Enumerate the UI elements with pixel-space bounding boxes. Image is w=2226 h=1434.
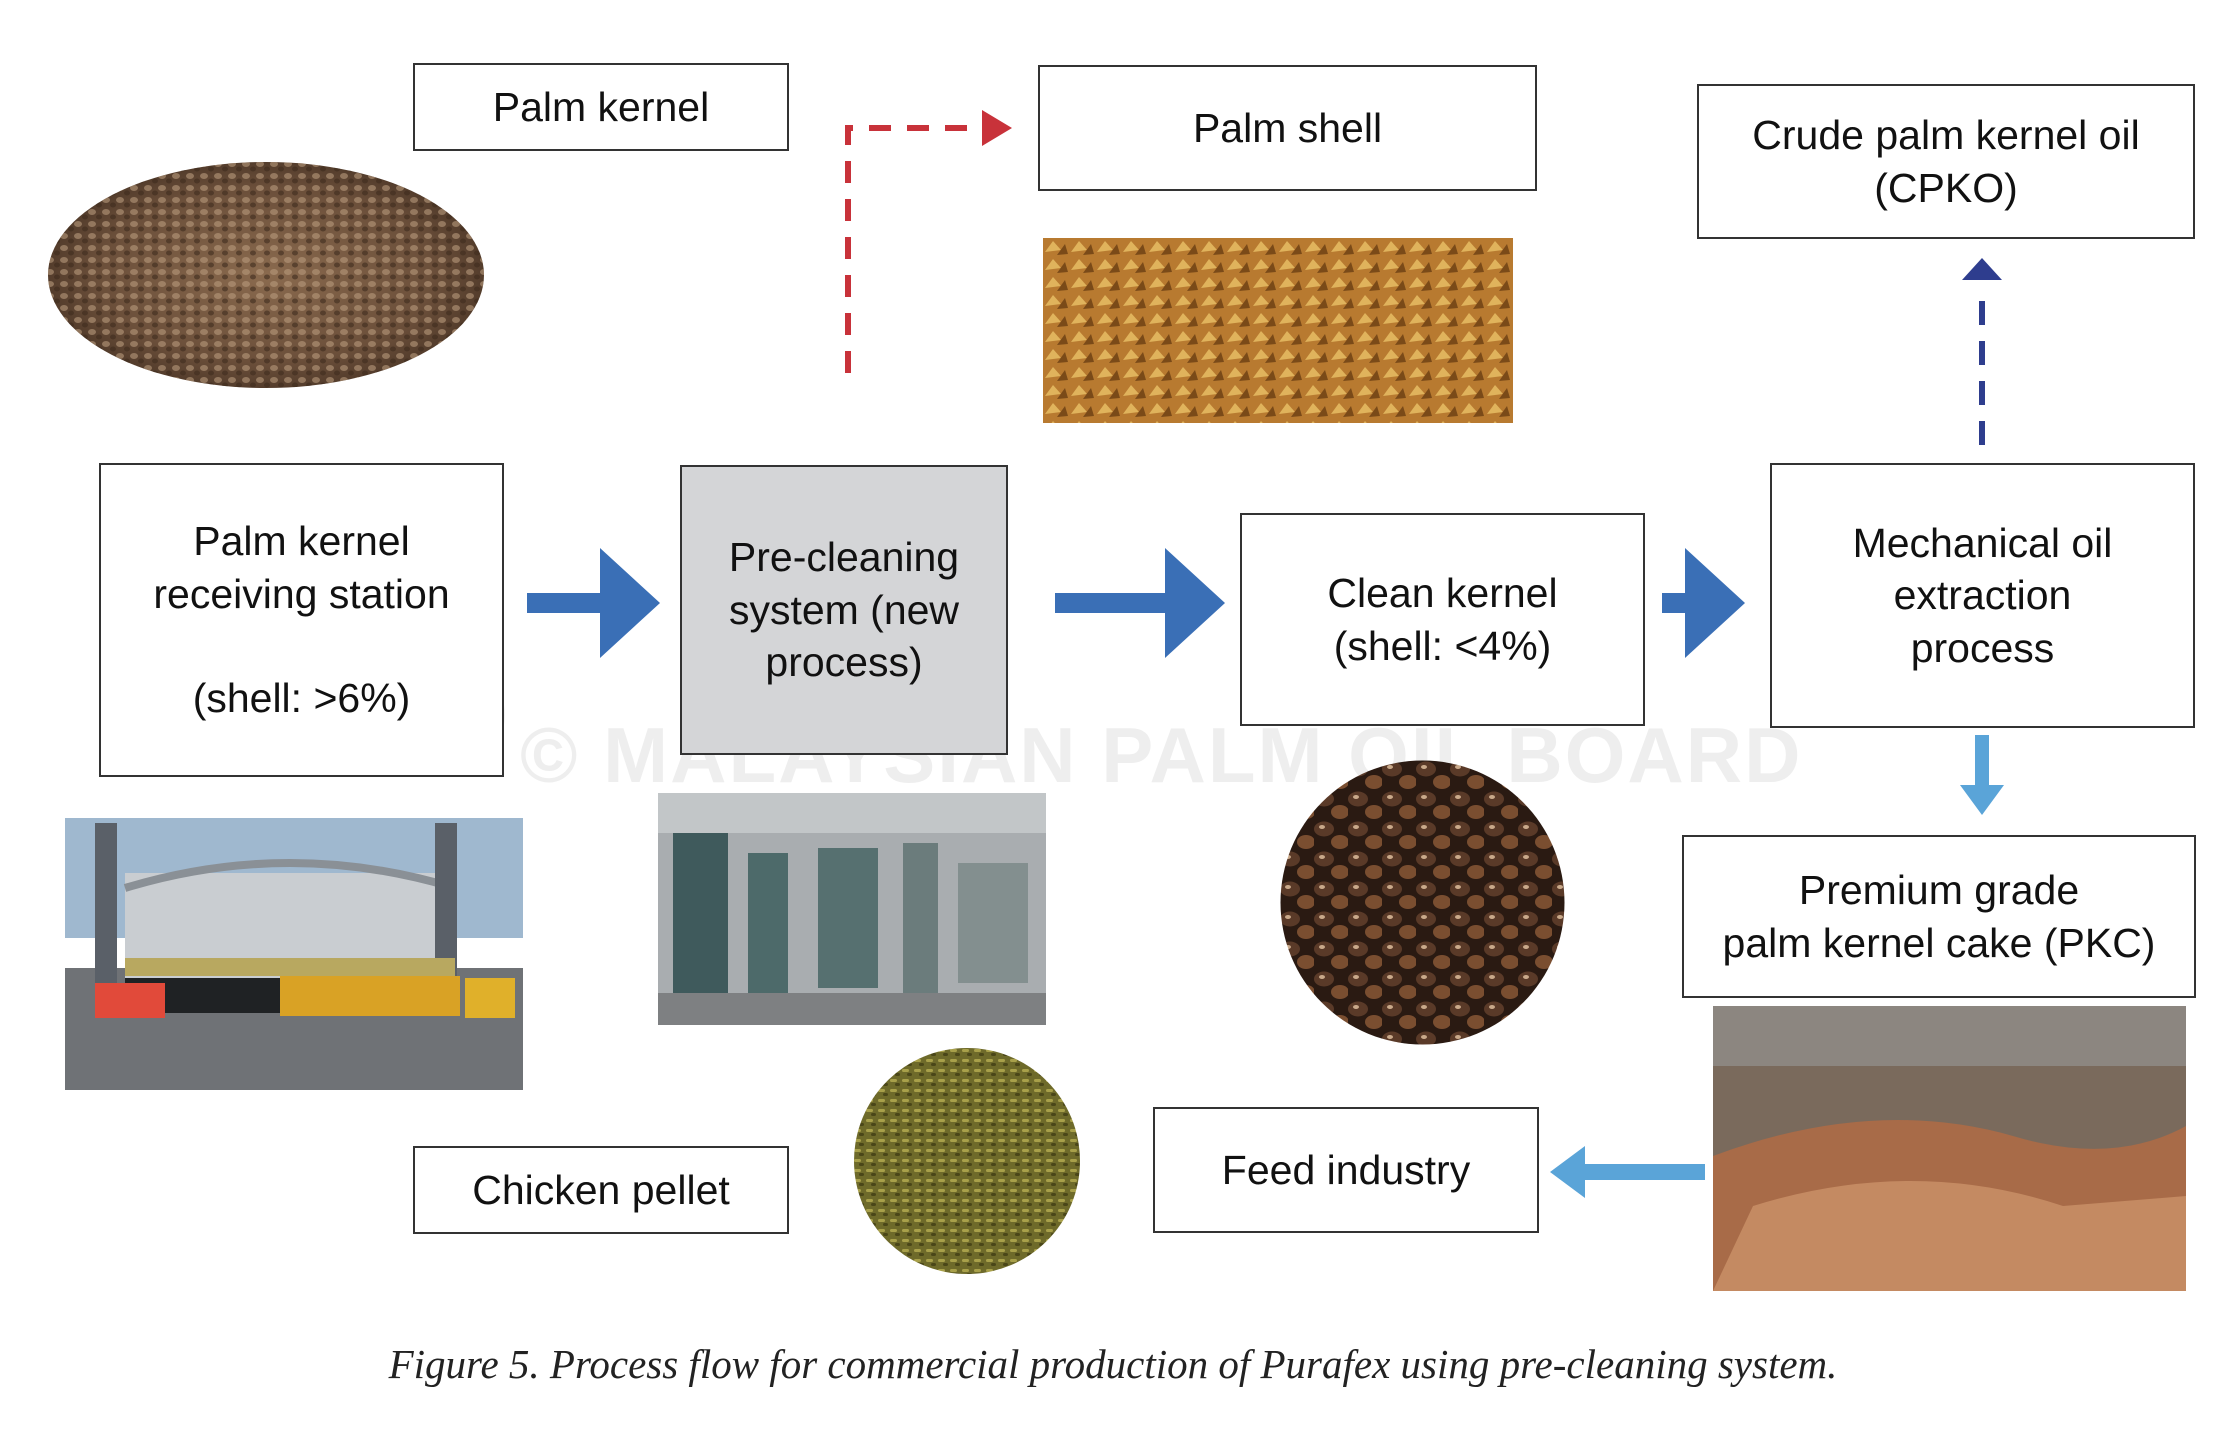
arrow-mechanical-to-pkc [1960,735,2004,815]
figure-caption: Figure 5. Process flow for commercial pr… [0,1340,2226,1388]
arrow-clean-kernel-to-mechanical [1662,548,1745,658]
arrow-pkc-to-feed [1550,1146,1705,1198]
arrow-receiving-to-precleaning [527,548,660,658]
arrow-mechanical-to-cpko [1962,258,2002,445]
arrow-precleaning-to-palm-shell [848,110,1012,373]
arrow-precleaning-to-clean-kernel [1055,548,1225,658]
